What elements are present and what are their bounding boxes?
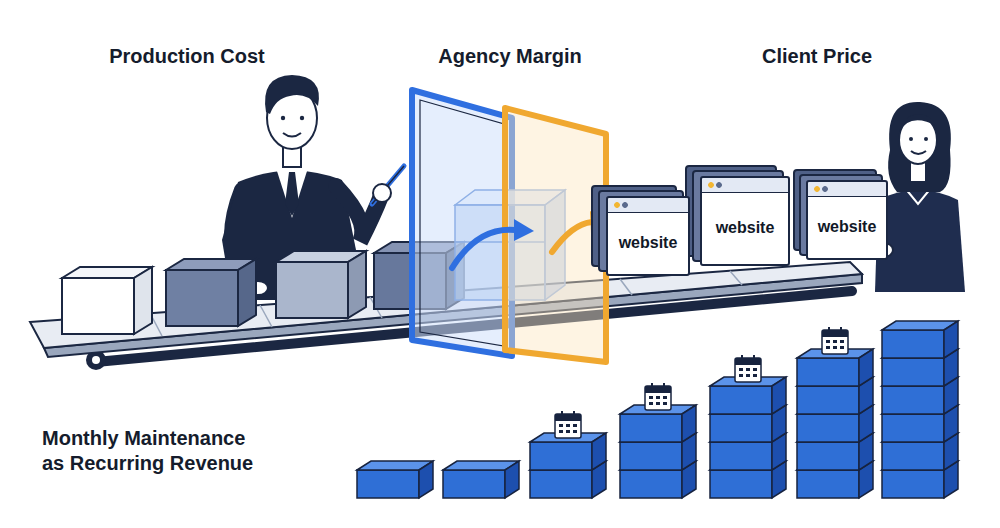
- flow-arrow: [514, 219, 534, 241]
- website-card: website: [700, 176, 790, 266]
- product-box: [276, 262, 348, 318]
- product-box: [62, 278, 134, 334]
- flow-arrow: [452, 211, 608, 268]
- woman-figure: [909, 137, 913, 141]
- product-box: [276, 251, 366, 318]
- website-card: website: [606, 196, 690, 276]
- man-figure: [373, 184, 391, 202]
- man-figure: [281, 116, 285, 120]
- calendar-icon: [645, 383, 671, 410]
- revenue-blocks: [882, 321, 958, 358]
- product-box: [238, 259, 256, 326]
- revenue-blocks: [357, 321, 958, 498]
- flow-arrow: [552, 222, 592, 252]
- man-figure: [276, 168, 308, 218]
- card-text: website: [619, 234, 678, 252]
- margin-panel-orange: [505, 108, 606, 362]
- man-figure: [300, 116, 304, 120]
- man-figure: [372, 166, 404, 204]
- stage-heading: Agency Margin: [438, 44, 581, 69]
- flow-arrow: [452, 230, 516, 268]
- woman-figure: [888, 102, 951, 192]
- woman-figure: [875, 190, 965, 292]
- website-card: website: [806, 180, 888, 260]
- product-box: [134, 267, 152, 334]
- conveyor-belt: [92, 356, 100, 364]
- calendar-icon: [555, 411, 581, 438]
- man-figure: [285, 172, 299, 216]
- conveyor-belt: [620, 279, 632, 295]
- woman-figure: [924, 137, 928, 141]
- woman-figure: [911, 151, 926, 154]
- calendar-icon: [822, 327, 848, 354]
- stage-heading: Client Price: [762, 44, 872, 69]
- calendar-icon: [735, 355, 761, 382]
- revenue-blocks: [357, 461, 433, 498]
- conveyor-belt: [260, 305, 272, 327]
- margin-panel-orange: [505, 108, 606, 362]
- card-text: website: [716, 219, 775, 237]
- revenue-blocks: [443, 461, 519, 498]
- stage-heading: Production Cost: [109, 44, 265, 69]
- man-figure: [372, 166, 404, 204]
- product-box: [166, 259, 256, 326]
- man-figure: [265, 75, 319, 114]
- product-box: [166, 270, 238, 326]
- product-box: [62, 267, 152, 334]
- card-text: website: [818, 218, 877, 236]
- conveyor-belt: [730, 271, 742, 285]
- man-figure: [283, 133, 301, 137]
- calendar-icon: [555, 327, 848, 438]
- woman-figure: [875, 102, 965, 292]
- woman-figure: [899, 114, 937, 132]
- product-box: [348, 251, 366, 318]
- section-label: Monthly Maintenance as Recurring Revenue: [42, 426, 266, 476]
